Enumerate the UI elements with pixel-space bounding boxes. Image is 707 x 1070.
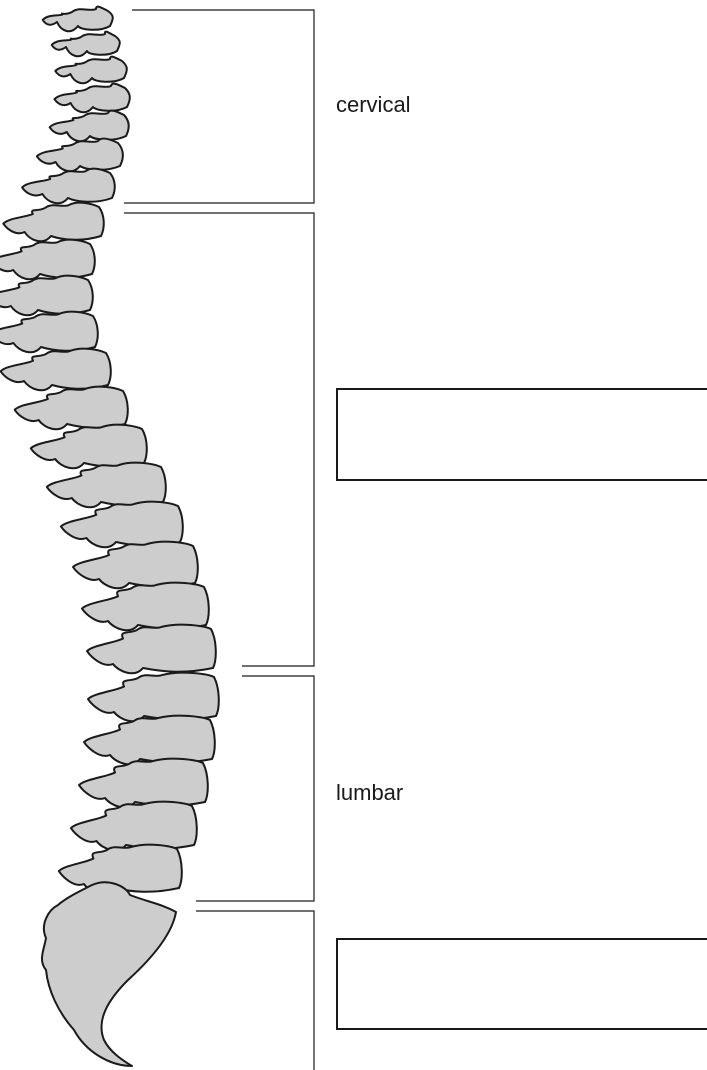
vertebra-cervical-6 bbox=[37, 139, 123, 172]
sacral-answer-box[interactable] bbox=[336, 938, 707, 1030]
vertebra-thoracic-12 bbox=[87, 625, 216, 674]
bracket-cervical bbox=[124, 10, 314, 203]
vertebra-thoracic-1 bbox=[3, 203, 104, 242]
bracket-sacral bbox=[196, 911, 314, 1070]
vertebra-thoracic-7 bbox=[31, 425, 147, 469]
lumbar-label: lumbar bbox=[336, 780, 403, 806]
vertebra-cervical-2 bbox=[52, 32, 120, 57]
vertebra-lumbar-4 bbox=[71, 802, 197, 851]
vertebra-lumbar-2 bbox=[84, 716, 215, 765]
vertebra-thoracic-4 bbox=[0, 312, 98, 353]
vertebra-thoracic-3 bbox=[0, 276, 93, 316]
vertebra-thoracic-6 bbox=[15, 387, 128, 430]
vertebra-thoracic-9 bbox=[61, 502, 183, 548]
vertebrae-group bbox=[0, 7, 219, 894]
vertebra-thoracic-10 bbox=[73, 542, 198, 589]
vertebra-cervical-1 bbox=[43, 7, 113, 32]
vertebra-thoracic-5 bbox=[1, 349, 111, 391]
vertebra-cervical-4 bbox=[54, 84, 129, 113]
sacrum bbox=[42, 882, 176, 1066]
vertebra-lumbar-3 bbox=[79, 759, 208, 808]
vertebra-lumbar-1 bbox=[88, 673, 219, 722]
vertebra-cervical-3 bbox=[55, 57, 126, 84]
sacrum-group bbox=[42, 882, 176, 1066]
cervical-label: cervical bbox=[336, 92, 411, 118]
vertebra-thoracic-11 bbox=[82, 583, 209, 631]
vertebra-thoracic-2 bbox=[0, 240, 95, 280]
vertebra-cervical-5 bbox=[50, 111, 129, 142]
thoracic-answer-box[interactable] bbox=[336, 388, 707, 481]
vertebra-thoracic-8 bbox=[47, 463, 166, 508]
vertebra-cervical-7 bbox=[22, 169, 115, 204]
